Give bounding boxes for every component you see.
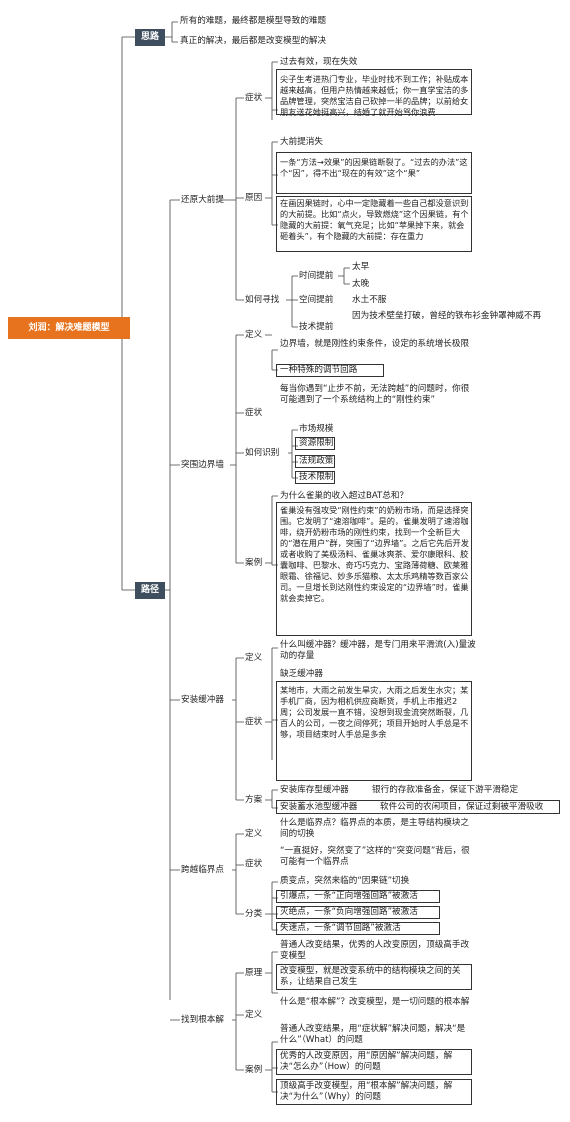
leaf-text: 水土不服 (352, 295, 387, 305)
leaf-text: 太早 (352, 262, 370, 272)
leaf-box (276, 800, 560, 814)
leaf-text: 雀巢没有强攻受“刚性约束”的奶粉市场，而是选择突围。它发明了“速溶咖啡”。是的，… (280, 505, 469, 603)
leaf-text: 过去有效，现在失效 (280, 57, 358, 67)
leaf-text: 一条“方法→效果”的因果链断裂了。“过去的办法”这个“因”，得不出“现在的有效”… (280, 157, 468, 178)
branch-tuwei[interactable]: 突围边界墙 (181, 460, 224, 470)
leaf-box (276, 1049, 472, 1075)
leaf-text: 普通人改变结果，优秀的人改变原因，顶级高手改变模型 (280, 940, 470, 961)
branch-genben[interactable]: 找到根本解 (181, 1015, 224, 1025)
leaf-box (276, 890, 440, 903)
branch-huanchong[interactable]: 安装缓冲器 (181, 695, 224, 705)
leaf-text: 每当你遇到“止步不前，无法跨越”的问题时，你很可能遇到了一个系统结构上的“刚性约… (280, 384, 470, 405)
huanchong-zhengzhuang[interactable]: 症状 (245, 717, 263, 727)
linjie-dingyi[interactable]: 定义 (245, 829, 263, 839)
xunzhao-kongjian[interactable]: 空间提前 (299, 295, 334, 305)
xunzhao-jishu[interactable]: 技术提前 (299, 322, 334, 332)
leaf-text: 法规政策 (299, 456, 334, 466)
genben-anli[interactable]: 案例 (245, 1065, 263, 1075)
leaf-box (276, 906, 440, 919)
leaf-text: 什么是临界点？临界点的本质，是主导结构模块之间的切换 (280, 818, 470, 839)
leaf-text: 技术限制 (299, 472, 334, 482)
root-node[interactable]: 刘润：解决难题模型 (8, 317, 130, 339)
leaf-box (276, 1079, 472, 1105)
leaf-box (276, 364, 384, 377)
leaf-box (276, 69, 472, 115)
genben-dingyi[interactable]: 定义 (245, 1010, 263, 1020)
leaf-text: “一直挺好，突然变了”这样的“突变问题”背后，很可能有一个临界点 (280, 846, 470, 867)
leaf-text: 资源限制 (299, 438, 334, 448)
tuwei-anli[interactable]: 案例 (245, 558, 263, 568)
leaf-box (276, 196, 472, 252)
leaf-text: 什么叫缓冲器？缓冲器，是专门用来平滑流(入)量波动的存量 (280, 640, 476, 661)
leaf-box (276, 502, 472, 636)
section-silu[interactable]: 思路 (135, 29, 165, 46)
leaf-text: 缺乏缓冲器 (280, 669, 323, 679)
leaf-text: 边界墙，就是刚性约束条件，设定的系统增长极限 (280, 339, 470, 349)
xunzhao-shijian[interactable]: 时间提前 (299, 271, 334, 281)
tuwei-dingyi[interactable]: 定义 (245, 330, 263, 340)
leaf-text: 银行的存款准备金，保证下游平滑稳定 (372, 785, 519, 795)
branch-linjie[interactable]: 跨越临界点 (181, 865, 224, 875)
huanyuan-yuanyin[interactable]: 原因 (245, 193, 263, 203)
leaf-text: 安装蓄水池型缓冲器 (280, 802, 358, 812)
huanchong-fangan[interactable]: 方案 (245, 795, 263, 805)
section-lujing[interactable]: 路径 (135, 582, 165, 599)
leaf-text: 质变点，突然来临的“因果链”切换 (280, 876, 410, 886)
leaf-box (295, 455, 335, 468)
leaf-text: 引爆点，一条“正向增强回路”被激活 (280, 891, 418, 901)
leaf-box (295, 437, 335, 450)
leaf-text: 大前提消失 (280, 137, 323, 147)
leaf-text: 软件公司的农闲项目，保证过剩被平滑吸收 (380, 802, 544, 812)
leaf-text: 顶级高手改变模型，用“根本解”解决问题，解决“为什么”（Why）的问题 (280, 1081, 453, 1102)
genben-yuanli[interactable]: 原理 (245, 968, 263, 978)
silu-item: 所有的难题，最终都是模型导致的难题 (180, 16, 327, 26)
huanyuan-xunzhao[interactable]: 如何寻找 (245, 295, 280, 305)
leaf-text: 尖子生考进热门专业，毕业时找不到工作；补贴成本越来越高，但用户热情越来越低；你一… (280, 74, 469, 117)
leaf-text: 一种特殊的调节回路 (280, 365, 358, 375)
linjie-fenlei[interactable]: 分类 (245, 909, 263, 919)
leaf-text: 因为技术壁垒打破，曾经的铁布衫金钟罩神威不再 (352, 311, 542, 321)
leaf-text: 改变模型，就是改变系统中的结构模块之间的关系，让结果自己发生 (280, 966, 461, 987)
leaf-text: 为什么雀巢的收入超过BAT总和？ (280, 491, 409, 501)
leaf-text: 失速点，一条“调节回路”被激活 (280, 923, 401, 933)
leaf-box (276, 681, 472, 781)
leaf-text: 市场规模 (299, 424, 334, 434)
leaf-text: 什么是“根本解”？改变模型，是一切问题的根本解 (280, 997, 470, 1007)
tuwei-shibie[interactable]: 如何识别 (245, 448, 280, 458)
leaf-box (276, 922, 440, 935)
silu-item: 真正的解决，最后都是改变模型的解决 (180, 36, 327, 46)
leaf-text: 太晚 (352, 279, 370, 289)
leaf-text: 某地市，大雨之前发生旱灾，大雨之后发生水灾；某手机厂商，因为相机供应商断货，手机… (280, 685, 469, 739)
leaf-text: 灭绝点，一条“负向增强回路”被激活 (280, 907, 418, 917)
leaf-box (276, 152, 472, 194)
leaf-text: 安装库存型缓冲器 (280, 785, 349, 795)
tuwei-zhengzhuang[interactable]: 症状 (245, 408, 263, 418)
leaf-text: 优秀的人改变原因，用“原因解”解决问题，解决“怎么办”（How）的问题 (280, 1051, 453, 1072)
huanchong-dingyi[interactable]: 定义 (245, 653, 263, 663)
leaf-box (295, 471, 335, 484)
linjie-zhengzhuang[interactable]: 症状 (245, 859, 263, 869)
branch-huanyuan[interactable]: 还原大前提 (181, 195, 224, 205)
huanyuan-zhengzhuang[interactable]: 症状 (245, 93, 263, 103)
leaf-box (276, 964, 472, 990)
leaf-text: 在画因果链时，心中一定隐藏着一些自己都没意识到的大前提。比如“点火，导致燃烧”这… (280, 198, 469, 241)
leaf-text: 普通人改变结果，用“症状解”解决问题，解决“是什么”（What）的问题 (280, 1024, 466, 1045)
